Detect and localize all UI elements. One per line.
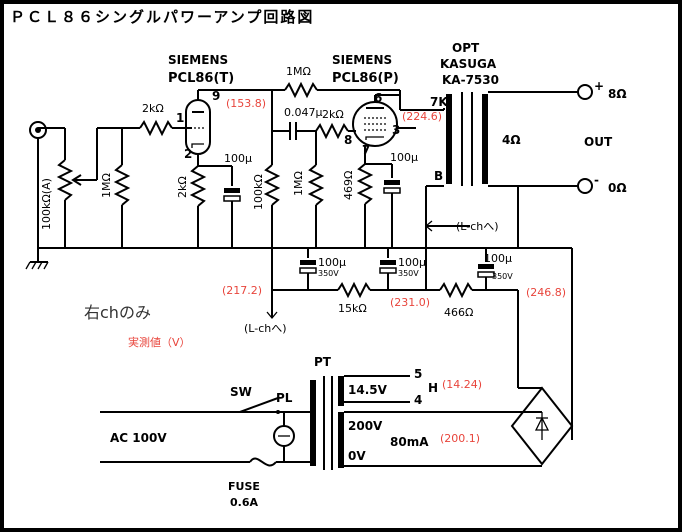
hv-voltage: 200V	[348, 419, 383, 433]
output-transformer	[446, 92, 488, 186]
filter-cap-3-label: 100μ	[484, 252, 512, 265]
capacitor-100u-cathode1	[223, 166, 241, 248]
resistor-2k-input	[139, 119, 173, 137]
cap-100u-2-label: 100μ	[390, 151, 418, 164]
lch-note-2: (L-chへ)	[244, 322, 287, 335]
filter-cap-1-voltage: 350V	[318, 269, 339, 278]
voltage-224: (224.6)	[402, 110, 442, 123]
pin9-label: 9	[212, 89, 220, 103]
pin3-label: 3	[392, 123, 400, 137]
pin8-label: 8	[344, 133, 352, 147]
resistor-2k-g-label: 2kΩ	[322, 108, 344, 121]
resistor-469	[356, 163, 374, 205]
ground-symbol	[25, 248, 49, 270]
cap-100u-1-label: 100μ	[224, 152, 252, 165]
resistor-15k-label: 15kΩ	[338, 302, 367, 315]
voltage-200: (200.1)	[440, 432, 480, 445]
filter-cap-2-voltage: 350V	[398, 269, 419, 278]
schematic-frame: ＰＣＬ８６シングルパワーアンプ回路図 100kΩ(A) 2kΩ 1MΩ	[4, 4, 678, 528]
opt-primary-label: 7K	[430, 95, 448, 109]
filter-cap-1-label: 100μ	[318, 256, 346, 269]
opt-maker: KASUGA	[440, 57, 497, 71]
out-0ohm-label: 0Ω	[608, 181, 627, 195]
input-jack	[29, 121, 47, 139]
left-tube-maker: SIEMENS	[168, 53, 228, 67]
fuse-value: 0.6A	[230, 496, 258, 509]
volume-pot	[56, 159, 97, 248]
resistor-2k-cathode-label: 2kΩ	[176, 176, 189, 198]
fuse	[249, 457, 277, 467]
voltage-217: (217.2)	[222, 284, 262, 297]
fuse-label: FUSE	[228, 480, 260, 493]
right-tube-maker: SIEMENS	[332, 53, 392, 67]
cap-047-label: 0.047μ	[284, 106, 323, 119]
filter-cap-3	[477, 248, 495, 290]
volume-label: 100kΩ(A)	[40, 178, 53, 230]
bridge-rectifier	[510, 386, 574, 466]
resistor-1m-top	[284, 81, 318, 99]
heater-voltage: 14.5V	[348, 383, 388, 397]
output-terminal-8ohm	[577, 84, 593, 100]
resistor-100k-label: 100kΩ	[252, 174, 265, 210]
opt-secondary-label: 4Ω	[502, 133, 521, 147]
hv-zero: 0V	[348, 449, 366, 463]
heater-label: H	[428, 381, 438, 395]
lch-note-1: (L-chへ)	[456, 220, 499, 233]
opt-label: OPT	[452, 41, 480, 55]
pentode-tube	[352, 101, 398, 147]
pin1-label: 1	[176, 111, 184, 125]
resistor-1m-g2-label: 1MΩ	[292, 171, 305, 196]
heater-4: 4	[414, 393, 422, 407]
resistor-466-label: 466Ω	[444, 306, 473, 319]
output-terminal-0ohm	[577, 178, 593, 194]
pilot-lamp-label: PL	[276, 391, 293, 405]
measured-note: 実測値（V）	[128, 335, 191, 349]
voltage-1424: (14.24)	[442, 378, 482, 391]
resistor-466	[439, 281, 473, 299]
power-transformer	[310, 376, 344, 470]
pilot-lamp	[273, 412, 295, 462]
voltage-153: (153.8)	[226, 97, 266, 110]
voltage-231: (231.0)	[390, 296, 430, 309]
channel-note: 右chのみ	[84, 303, 151, 322]
pin6-label: 6	[374, 91, 382, 105]
voltage-246: (246.8)	[526, 286, 566, 299]
out-8ohm-label: 8Ω	[608, 87, 627, 101]
resistor-1m-grid-label: 1MΩ	[100, 173, 113, 198]
filter-cap-1	[299, 248, 317, 290]
power-switch	[239, 397, 279, 413]
left-tube-name: PCL86(T)	[168, 71, 234, 86]
pin7-label: 7	[362, 143, 370, 157]
resistor-2k-g	[315, 122, 349, 140]
resistor-1m-top-label: 1MΩ	[286, 65, 311, 78]
ac-label: AC 100V	[110, 431, 167, 445]
schematic: ＰＣＬ８６シングルパワーアンプ回路図 100kΩ(A) 2kΩ 1MΩ	[10, 8, 627, 509]
hv-current: 80mA	[390, 435, 429, 449]
resistor-1m-g2	[307, 164, 325, 206]
right-tube-name: PCL86(P)	[332, 71, 399, 86]
switch-label: SW	[230, 385, 252, 399]
plus-sign: +	[594, 79, 604, 93]
filter-cap-2-label: 100μ	[398, 256, 426, 269]
opt-b-label: B	[434, 169, 443, 183]
pin2-label: 2	[184, 147, 192, 161]
filter-cap-2	[379, 248, 397, 290]
out-label: OUT	[584, 135, 613, 149]
minus-sign: -	[594, 173, 599, 187]
capacitor-100u-cathode2	[383, 164, 401, 248]
resistor-15k	[337, 281, 371, 299]
heater-5: 5	[414, 367, 422, 381]
schematic-title: ＰＣＬ８６シングルパワーアンプ回路図	[10, 8, 314, 26]
resistor-2k-input-label: 2kΩ	[142, 102, 164, 115]
resistor-100k	[263, 164, 281, 206]
triode-tube	[185, 99, 211, 155]
resistor-2k-cathode	[189, 165, 207, 207]
resistor-1m-grid	[113, 164, 131, 206]
pt-label: PT	[314, 355, 332, 369]
opt-model: KA-7530	[442, 73, 499, 87]
filter-cap-3-voltage: 350V	[492, 272, 513, 281]
resistor-469-label: 469Ω	[342, 171, 355, 200]
